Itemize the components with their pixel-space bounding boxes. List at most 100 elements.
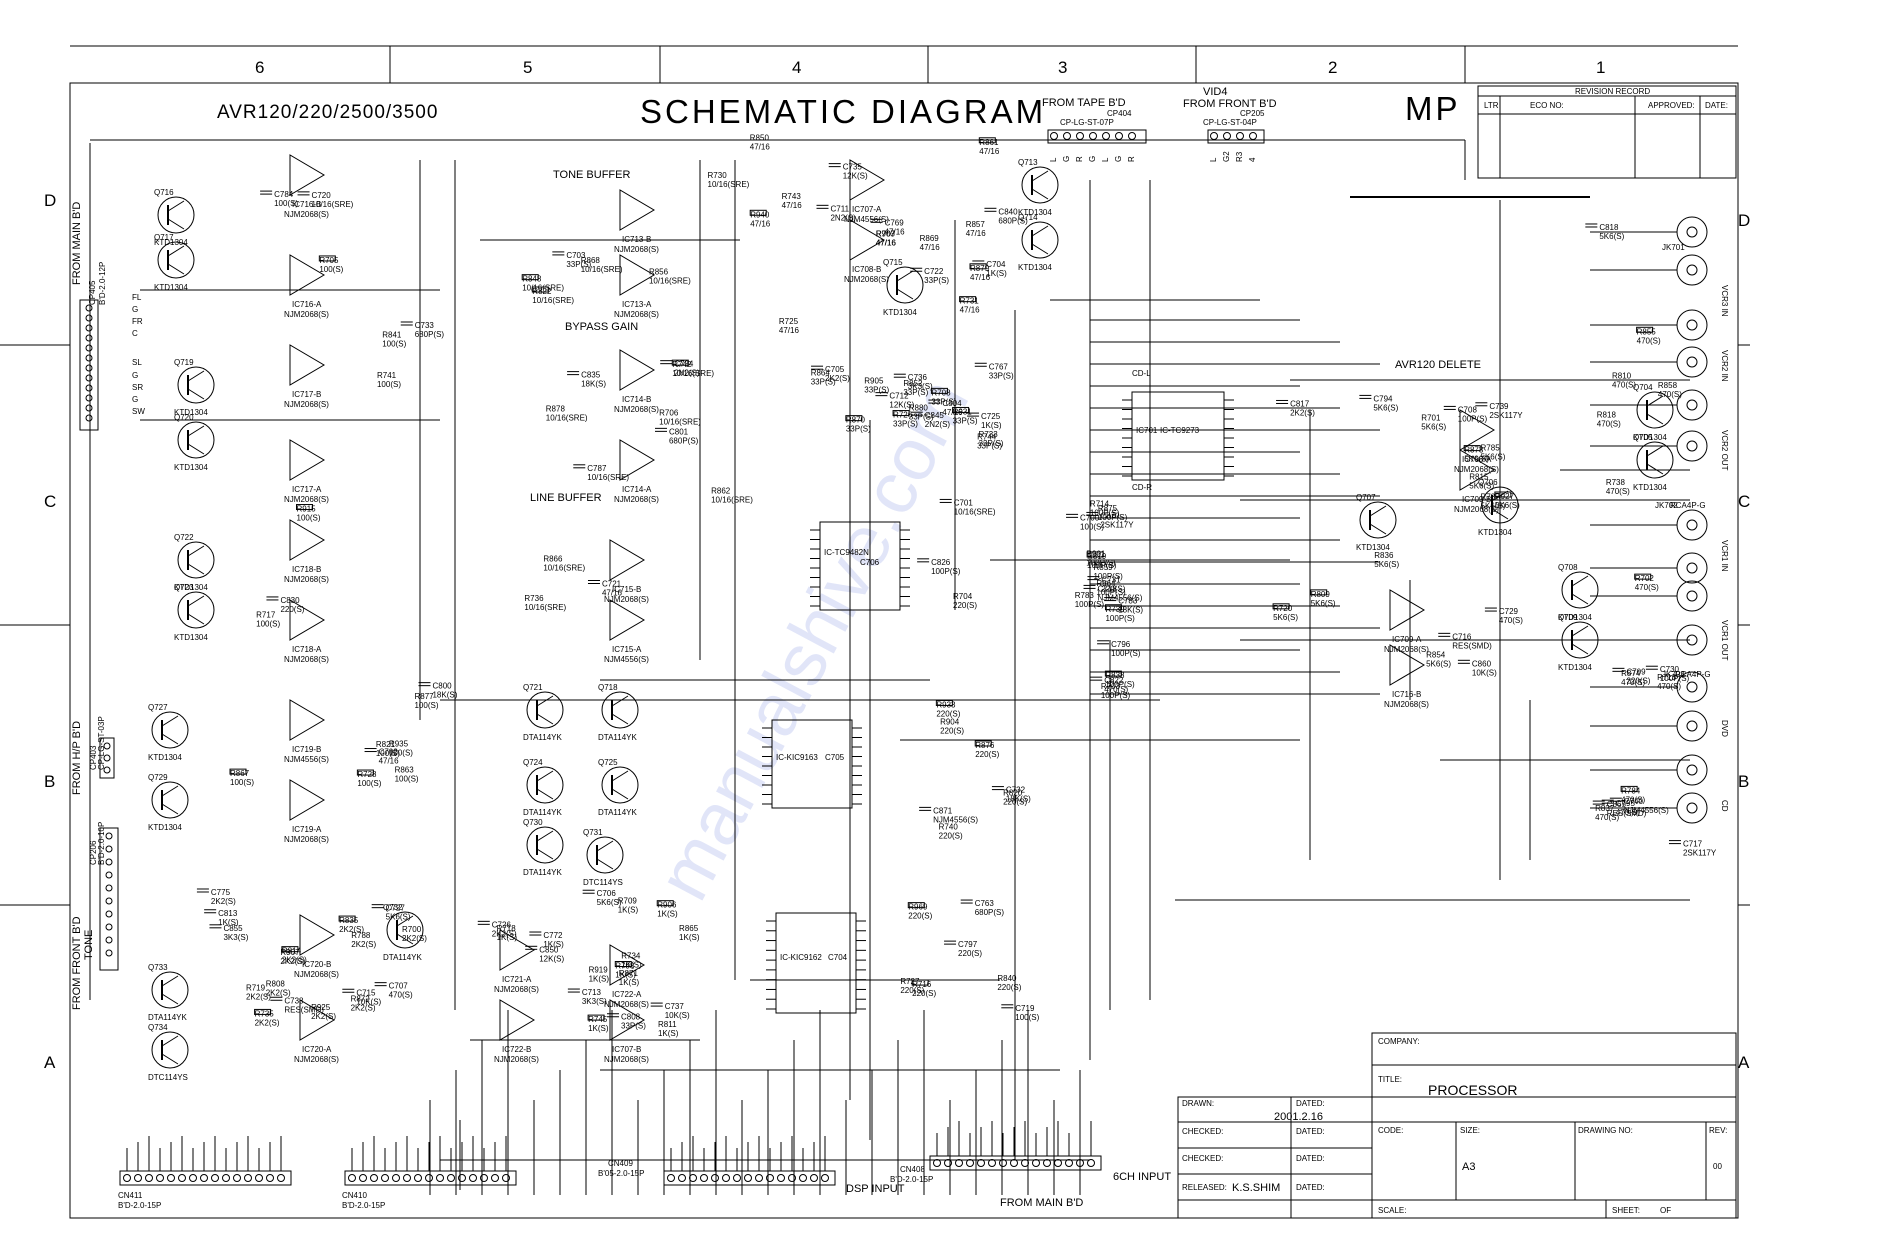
transistor-symbol bbox=[151, 1031, 189, 1069]
connector-pin bbox=[788, 1174, 796, 1182]
capacitor-ref: C800 bbox=[432, 682, 452, 691]
opamp-ref: IC721-A bbox=[502, 975, 532, 984]
opamp-type: NJM2068(S) bbox=[494, 1055, 539, 1064]
code-label: CODE: bbox=[1378, 1126, 1403, 1135]
capacitor-value: 18K(S) bbox=[1118, 606, 1143, 615]
transistor-ref: Q721 bbox=[523, 683, 543, 692]
opamp-type: NJM2068(S) bbox=[614, 310, 659, 319]
transistor-symbol bbox=[1021, 166, 1059, 204]
chip-kic9163-ref: C705 bbox=[825, 753, 845, 762]
transistor-symbol bbox=[157, 196, 195, 234]
resistor-value: 10/16(SRE) bbox=[649, 276, 691, 285]
connector-pin bbox=[392, 1174, 400, 1182]
connector-vid-subtitle: FROM FRONT B'D bbox=[1183, 98, 1277, 110]
transistor-symbol bbox=[601, 766, 639, 804]
resistor-value: 10/16(SRE) bbox=[581, 265, 623, 274]
capacitor-value: 10K(S) bbox=[356, 997, 381, 1006]
connector-pin bbox=[491, 1174, 499, 1182]
connector-pin bbox=[1032, 1159, 1040, 1167]
resistor-ref: R904 bbox=[940, 718, 960, 727]
bottom-connector-body bbox=[929, 1155, 1102, 1171]
connector-pin bbox=[933, 1159, 941, 1167]
jack-part: RCA4P-G bbox=[1675, 670, 1711, 679]
chip-tc9273-label: IC-TC9273 bbox=[1160, 426, 1200, 435]
connector-pin bbox=[1102, 132, 1110, 140]
connector-pin bbox=[85, 404, 93, 412]
resistor-symbol bbox=[1104, 604, 1122, 611]
opamp-symbol bbox=[289, 699, 325, 741]
chip-tc9273-pins-r: CD-R bbox=[1132, 483, 1152, 492]
resistor-symbol bbox=[1634, 573, 1652, 580]
size-label: SIZE: bbox=[1460, 1126, 1480, 1135]
input-label: G bbox=[132, 305, 138, 314]
bottom-connector-labels: CN411 B'D-2.0-15P CN410 B'D-2.0-15P CN40… bbox=[118, 1159, 1171, 1210]
resistor-symbol bbox=[1494, 491, 1512, 498]
connector-pin bbox=[1010, 1159, 1018, 1167]
resistor-value: 470(S) bbox=[1606, 487, 1630, 496]
opamp-ref: IC714-A bbox=[622, 485, 652, 494]
rca-jack bbox=[1676, 509, 1708, 541]
resistor-ref: R730 bbox=[708, 171, 728, 180]
jack-part: RCA4P-G bbox=[1670, 501, 1706, 510]
connector-pin bbox=[189, 1174, 197, 1182]
rca-jack-pin bbox=[1686, 590, 1698, 602]
capacitor-ref: C736 bbox=[908, 373, 928, 382]
chip-kic9162-ref: C704 bbox=[828, 953, 848, 962]
column-marker: 3 bbox=[1058, 58, 1067, 77]
bottom-connector-body bbox=[344, 1170, 517, 1186]
connector-pin bbox=[105, 845, 113, 853]
capacitor-ref: C719 bbox=[1015, 1004, 1035, 1013]
resistor-value: 33P(S) bbox=[953, 416, 978, 425]
transistor-emitter bbox=[536, 848, 554, 860]
resistor-value: 1K(S) bbox=[497, 933, 518, 942]
capacitor-value: 2N2(S) bbox=[830, 213, 856, 222]
connector-pin bbox=[944, 1159, 952, 1167]
capacitor-ref: C739 bbox=[1489, 402, 1509, 411]
input-label: FR bbox=[132, 317, 143, 326]
resistor-symbol bbox=[974, 740, 992, 747]
resistor-value: 10/16(SRE) bbox=[522, 284, 564, 293]
rca-jack-pin bbox=[1686, 356, 1698, 368]
resistor-value: 1K(S) bbox=[589, 974, 610, 983]
resistor-ref: R740 bbox=[939, 822, 959, 831]
connector-pin bbox=[1076, 132, 1084, 140]
transistor-collector bbox=[1646, 395, 1664, 407]
opamp-symbol bbox=[619, 254, 655, 296]
connector-pin bbox=[277, 1174, 285, 1182]
connector-pin bbox=[381, 1174, 389, 1182]
resistor-ref: R822 bbox=[532, 287, 552, 296]
connector-vid: VID4 FROM FRONT B'D CP205 CP-LG-ST-04P bbox=[1183, 86, 1277, 144]
capacitor-value: 10/16(SRE) bbox=[312, 200, 354, 209]
resistor-value: 220(S) bbox=[940, 727, 964, 736]
resistor-value: 100P(S) bbox=[1096, 588, 1126, 597]
capacitor-ref: C795 bbox=[1616, 799, 1636, 808]
capacitor-value: 33P(S) bbox=[566, 260, 591, 269]
resistor-value: 470(S) bbox=[1621, 795, 1645, 804]
connector-pin-label: 4 bbox=[1248, 157, 1257, 162]
connector-pin bbox=[469, 1174, 477, 1182]
capacitor-ref: C818 bbox=[1599, 223, 1619, 232]
transistor-ref: Q723 bbox=[174, 583, 194, 592]
transistor-emitter bbox=[1031, 243, 1049, 255]
opamp-symbol bbox=[499, 999, 535, 1041]
resistor-value: 100(S) bbox=[230, 778, 254, 787]
transistor-ref: Q707 bbox=[1356, 493, 1376, 502]
transistor-collector bbox=[536, 695, 554, 707]
transistor-emitter bbox=[1646, 463, 1664, 475]
resistor-ref: R879 bbox=[970, 264, 990, 273]
cn410-ref: CN410 bbox=[342, 1191, 367, 1200]
transistor-emitter bbox=[187, 443, 205, 455]
connector-pin bbox=[810, 1174, 818, 1182]
opamp-ref: IC719-A bbox=[292, 825, 322, 834]
connector-main-ref: CP405 bbox=[88, 280, 97, 305]
capacitor-value: 680P(S) bbox=[975, 908, 1005, 917]
connector-pin bbox=[1050, 132, 1058, 140]
connector-pin bbox=[1115, 132, 1123, 140]
connector-pin bbox=[85, 324, 93, 332]
cn408-title: FROM MAIN B'D bbox=[1000, 1197, 1083, 1209]
column-marker: 5 bbox=[523, 58, 532, 77]
resistor-ref: R964 bbox=[1096, 579, 1116, 588]
connector-vid-ref: CP205 bbox=[1240, 109, 1265, 118]
